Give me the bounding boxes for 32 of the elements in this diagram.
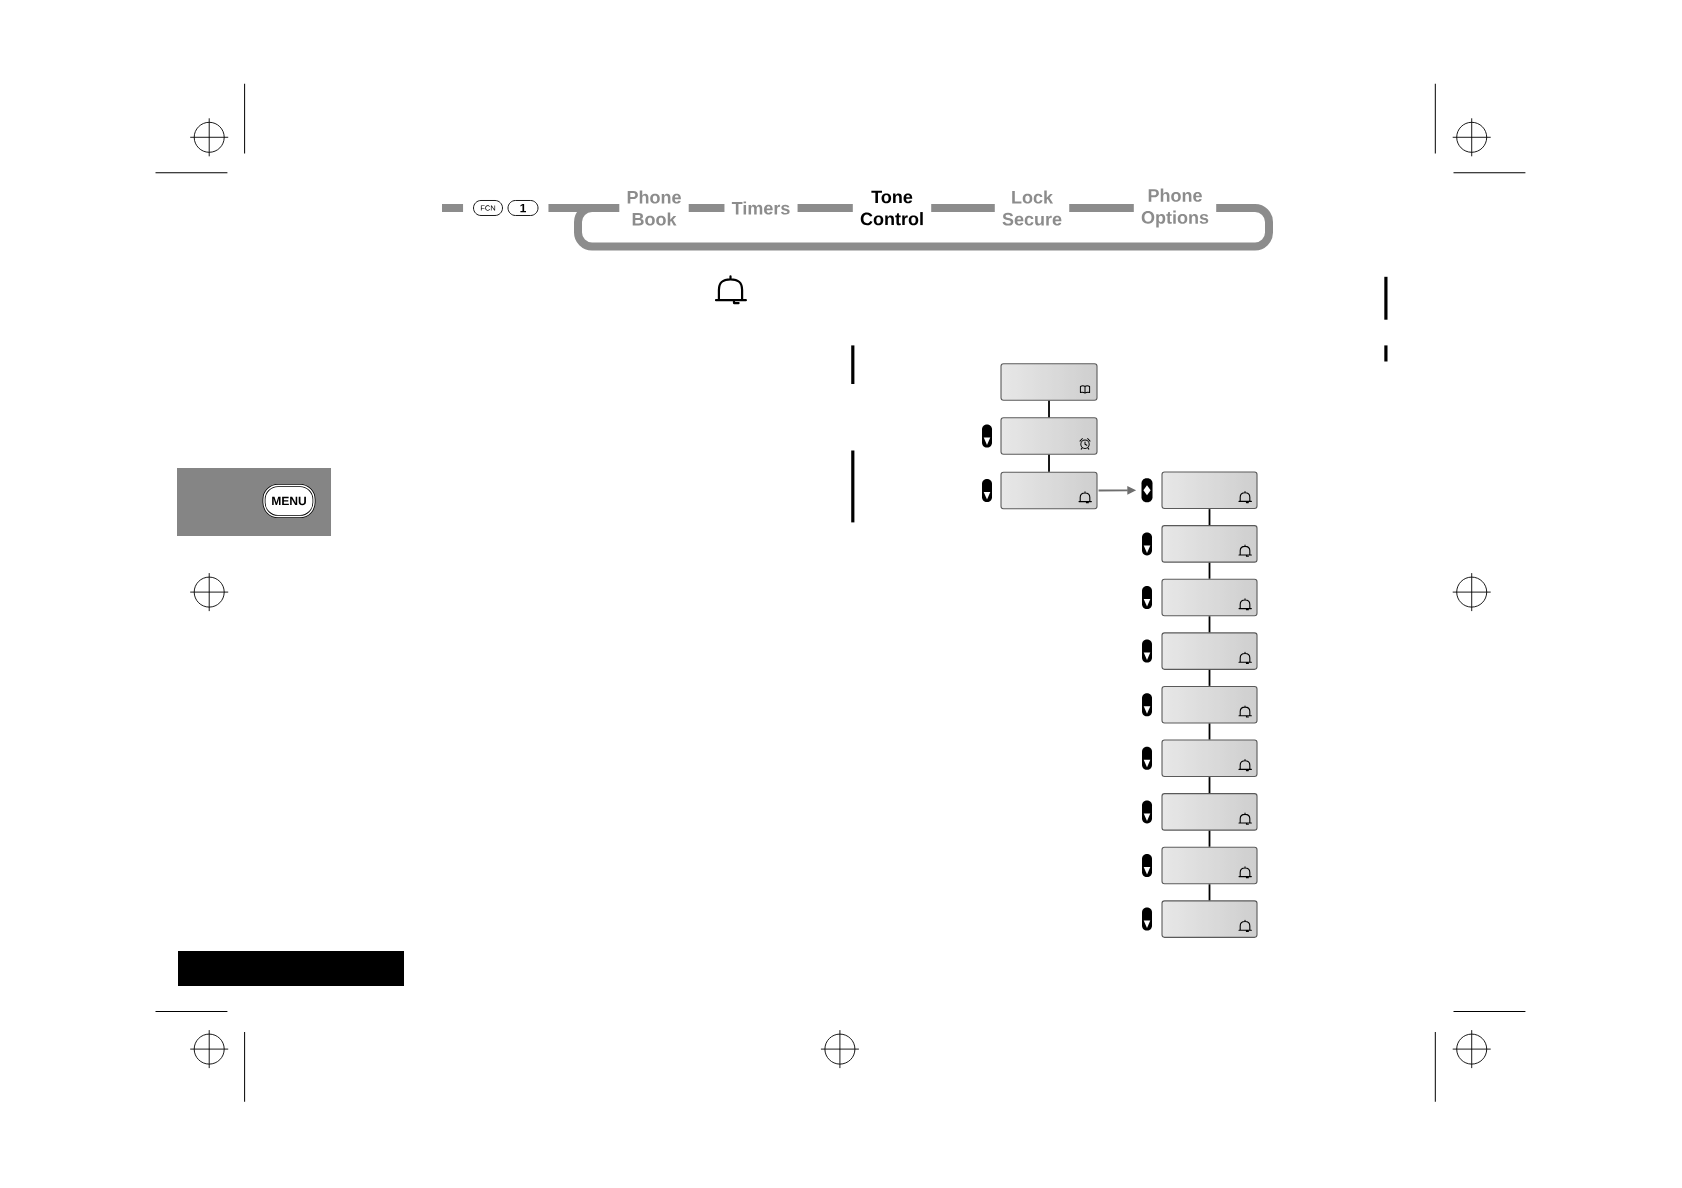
menu-item-label: Phone Options	[1141, 188, 1209, 228]
key-button: MENU	[262, 484, 316, 518]
select-key-icon	[1141, 478, 1153, 503]
lcd-screen	[1161, 471, 1258, 510]
connector-line	[1208, 776, 1211, 794]
lcd-screen	[1000, 363, 1098, 401]
lcd-screen	[1161, 739, 1258, 778]
menu-item-label: Lock Secure	[1002, 190, 1062, 226]
connector-line	[1208, 669, 1211, 687]
connector-line	[1208, 883, 1211, 902]
section-bar	[178, 951, 404, 986]
connector-line	[1208, 829, 1211, 848]
menu-item-label: Timers	[731, 201, 790, 215]
lcd-screen	[1000, 471, 1098, 510]
connector-line	[1048, 399, 1050, 419]
connector-line	[1208, 508, 1211, 526]
lcd-screen	[1161, 632, 1258, 670]
lcd-screen	[1161, 578, 1258, 617]
connector-line	[1208, 561, 1211, 580]
connector-line	[1048, 453, 1050, 473]
connector-line	[574, 204, 1273, 251]
menu-item-label: Tone Control	[860, 190, 923, 226]
lcd-screen	[1161, 846, 1258, 885]
connector-line	[1208, 615, 1211, 634]
menu-item-label: Phone Book	[627, 190, 681, 226]
lcd-screen	[1161, 525, 1258, 563]
lcd-screen	[1161, 685, 1258, 724]
lcd-screen	[1000, 417, 1098, 455]
lcd-screen	[1161, 900, 1258, 938]
key-button: 1	[507, 200, 539, 216]
connector-line	[1208, 722, 1211, 741]
lcd-screen	[1161, 793, 1258, 831]
